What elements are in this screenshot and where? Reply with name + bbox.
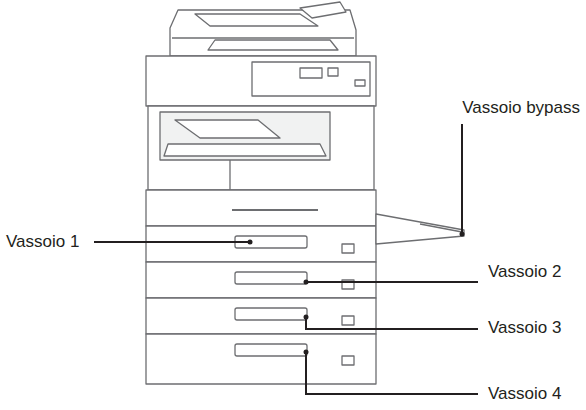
feeder-lid [300, 2, 346, 18]
tray-label: Vassoio 3 [488, 318, 561, 338]
scanner-unit [146, 56, 376, 106]
tray-label: Vassoio 4 [488, 384, 561, 404]
control-panel [252, 62, 370, 96]
tray-label: Vassoio bypass [462, 98, 580, 118]
front-door [146, 190, 376, 226]
output-section [148, 106, 374, 190]
leader-dots [248, 232, 465, 355]
document-feeder [170, 10, 356, 56]
tray-label: Vassoio 2 [488, 262, 561, 282]
tray-4 [146, 334, 376, 384]
tray-1 [146, 226, 376, 262]
tray-label: Vassoio 1 [6, 232, 79, 252]
tray-2 [146, 262, 376, 298]
leader-lines [94, 124, 478, 394]
bypass-tray [376, 214, 464, 244]
feeder-tray [195, 14, 318, 26]
